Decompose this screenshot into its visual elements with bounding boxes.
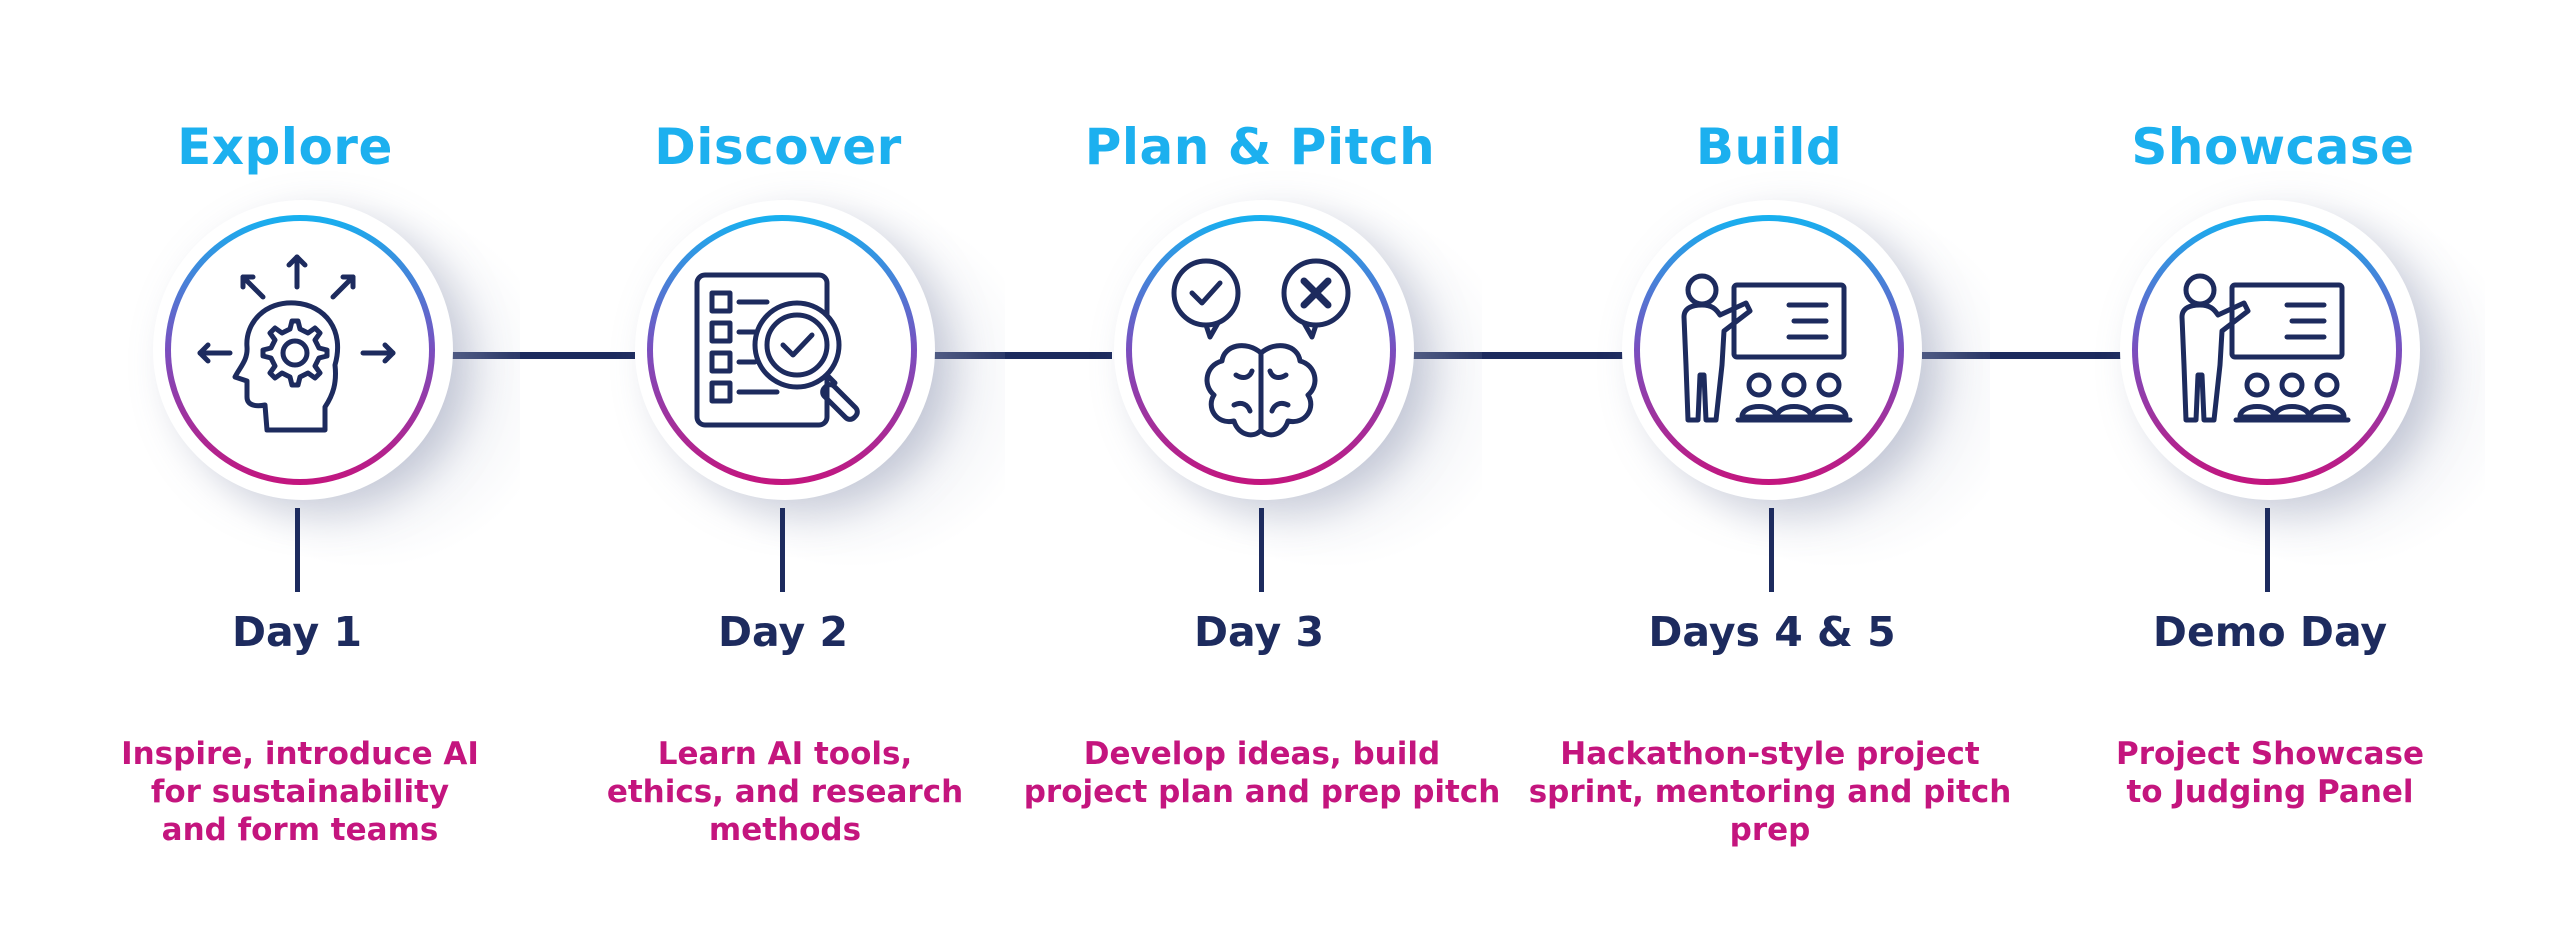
stage-showcase: Showcase Demo Day Project Showcase to Ju…	[2015, 0, 2515, 931]
stage-connector-vertical	[295, 508, 300, 592]
stage-circle-inner	[171, 221, 429, 479]
stage-day: Day 1	[232, 608, 362, 656]
stage-discover: Discover Day 2 Learn AI tools, ethics, a…	[535, 0, 1035, 931]
stage-day: Days 4 & 5	[1648, 608, 1896, 656]
stage-description: Develop ideas, build project plan and pr…	[1023, 736, 1501, 810]
stage-title: Explore	[177, 118, 393, 176]
stage-day: Demo Day	[2152, 608, 2388, 656]
stage-connector-vertical	[1769, 508, 1774, 592]
brain-check-cross-icon	[1171, 258, 1351, 438]
stage-title: Showcase	[2131, 118, 2415, 176]
stage-description: Learn AI tools, ethics, and research met…	[606, 736, 964, 848]
stage-day: Day 2	[718, 608, 848, 656]
stage-description: Hackathon-style project sprint, mentorin…	[1528, 736, 2012, 848]
connector-2-3	[932, 352, 1112, 359]
checklist-magnifier-icon	[694, 272, 860, 428]
presenter-audience-icon	[2179, 273, 2351, 423]
head-gear-arrows-icon	[197, 254, 396, 433]
stage-connector-vertical	[780, 508, 785, 592]
connector-3-4	[1410, 352, 1625, 359]
stage-description: Inspire, introduce AI for sustainability…	[121, 736, 479, 848]
connector-1-2	[450, 352, 635, 359]
stage-description: Project Showcase to Judging Panel	[2115, 736, 2425, 810]
stage-connector-vertical	[1259, 508, 1264, 592]
stage-title: Plan & Pitch	[1084, 118, 1436, 176]
connector-4-5	[1922, 352, 2122, 359]
stage-build: Build Days 4 & 5 Hackathon-style project…	[1520, 0, 2020, 931]
stage-title: Discover	[654, 118, 902, 176]
stage-plan-pitch: Plan & Pitch Day 3 Develop ideas, build …	[1012, 0, 1512, 931]
stage-day: Day 3	[1194, 608, 1324, 656]
presenter-audience-icon	[1681, 273, 1853, 423]
stage-explore: Explore Day 1 Inspire, introduce AI for …	[50, 0, 550, 931]
stage-title: Build	[1695, 118, 1843, 176]
stage-connector-vertical	[2265, 508, 2270, 592]
